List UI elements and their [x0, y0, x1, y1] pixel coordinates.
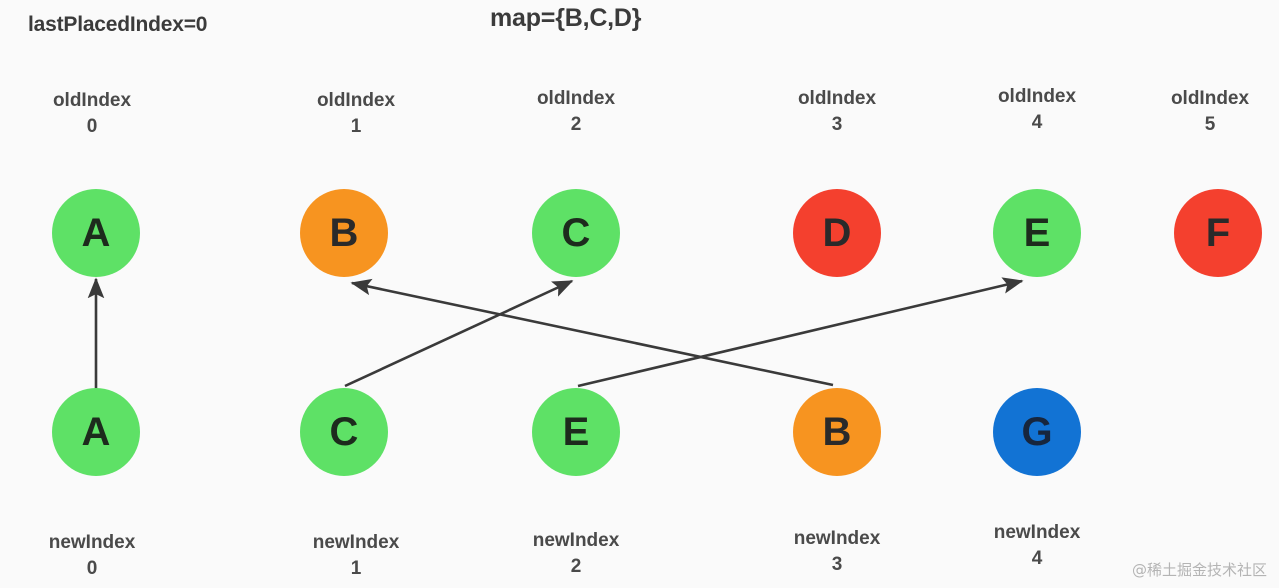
new-index-label-1: newIndex 1 [313, 530, 400, 582]
old-index-label-0: oldIndex 0 [53, 88, 131, 140]
old-index-label-3-number: 3 [831, 114, 843, 136]
new-index-label-1-number: 1 [350, 558, 362, 580]
arrow-b-to-b [350, 278, 834, 387]
old-index-label-1-number: 1 [350, 116, 362, 138]
new-index-label-3-number: 3 [831, 554, 843, 576]
new-index-label-4-text: newIndex [993, 522, 1081, 543]
new-index-label-2-text: newIndex [532, 530, 620, 551]
new-index-label-4: newIndex 4 [994, 520, 1081, 572]
old-index-label-2-number: 2 [570, 114, 582, 136]
old-node-0[interactable]: A [52, 189, 140, 277]
old-node-1[interactable]: B [300, 189, 388, 277]
old-node-5[interactable]: F [1174, 189, 1262, 277]
watermark: @稀土掘金技术社区 [1131, 561, 1267, 579]
old-index-label-4-number: 4 [1031, 112, 1043, 134]
arrow-e-to-e [577, 277, 1024, 388]
last-placed-index-label: lastPlacedIndex=0 [28, 13, 208, 36]
old-index-label-5: oldIndex 5 [1171, 86, 1249, 138]
new-index-label-2-number: 2 [570, 556, 582, 578]
new-node-3[interactable]: B [793, 388, 881, 476]
old-index-label-1: oldIndex 1 [317, 88, 395, 140]
new-index-label-0: newIndex 0 [49, 530, 136, 582]
old-index-label-2-text: oldIndex [536, 88, 616, 109]
old-index-label-0-text: oldIndex [52, 90, 132, 111]
new-index-label-4-number: 4 [1031, 548, 1043, 570]
old-node-3[interactable]: D [793, 189, 881, 277]
map-label: map={B,C,D} [490, 4, 642, 32]
arrow-c-to-c [344, 279, 574, 388]
new-node-4[interactable]: G [993, 388, 1081, 476]
old-index-label-4: oldIndex 4 [998, 84, 1076, 136]
new-node-0[interactable]: A [52, 388, 140, 476]
old-index-label-5-text: oldIndex [1170, 88, 1250, 109]
new-index-label-2: newIndex 2 [533, 528, 620, 580]
new-index-label-3: newIndex 3 [794, 526, 881, 578]
new-index-label-0-text: newIndex [48, 532, 136, 553]
old-index-label-4-text: oldIndex [997, 86, 1077, 107]
old-index-label-5-number: 5 [1204, 114, 1216, 136]
old-node-4[interactable]: E [993, 189, 1081, 277]
old-index-label-2: oldIndex 2 [537, 86, 615, 138]
old-index-label-0-number: 0 [86, 116, 98, 138]
new-index-label-1-text: newIndex [312, 532, 400, 553]
new-index-label-0-number: 0 [86, 558, 98, 580]
old-index-label-3-text: oldIndex [797, 88, 877, 109]
old-node-2[interactable]: C [532, 189, 620, 277]
new-node-2[interactable]: E [532, 388, 620, 476]
old-index-label-1-text: oldIndex [316, 90, 396, 111]
new-node-1[interactable]: C [300, 388, 388, 476]
old-index-label-3: oldIndex 3 [798, 86, 876, 138]
new-index-label-3-text: newIndex [793, 528, 881, 549]
